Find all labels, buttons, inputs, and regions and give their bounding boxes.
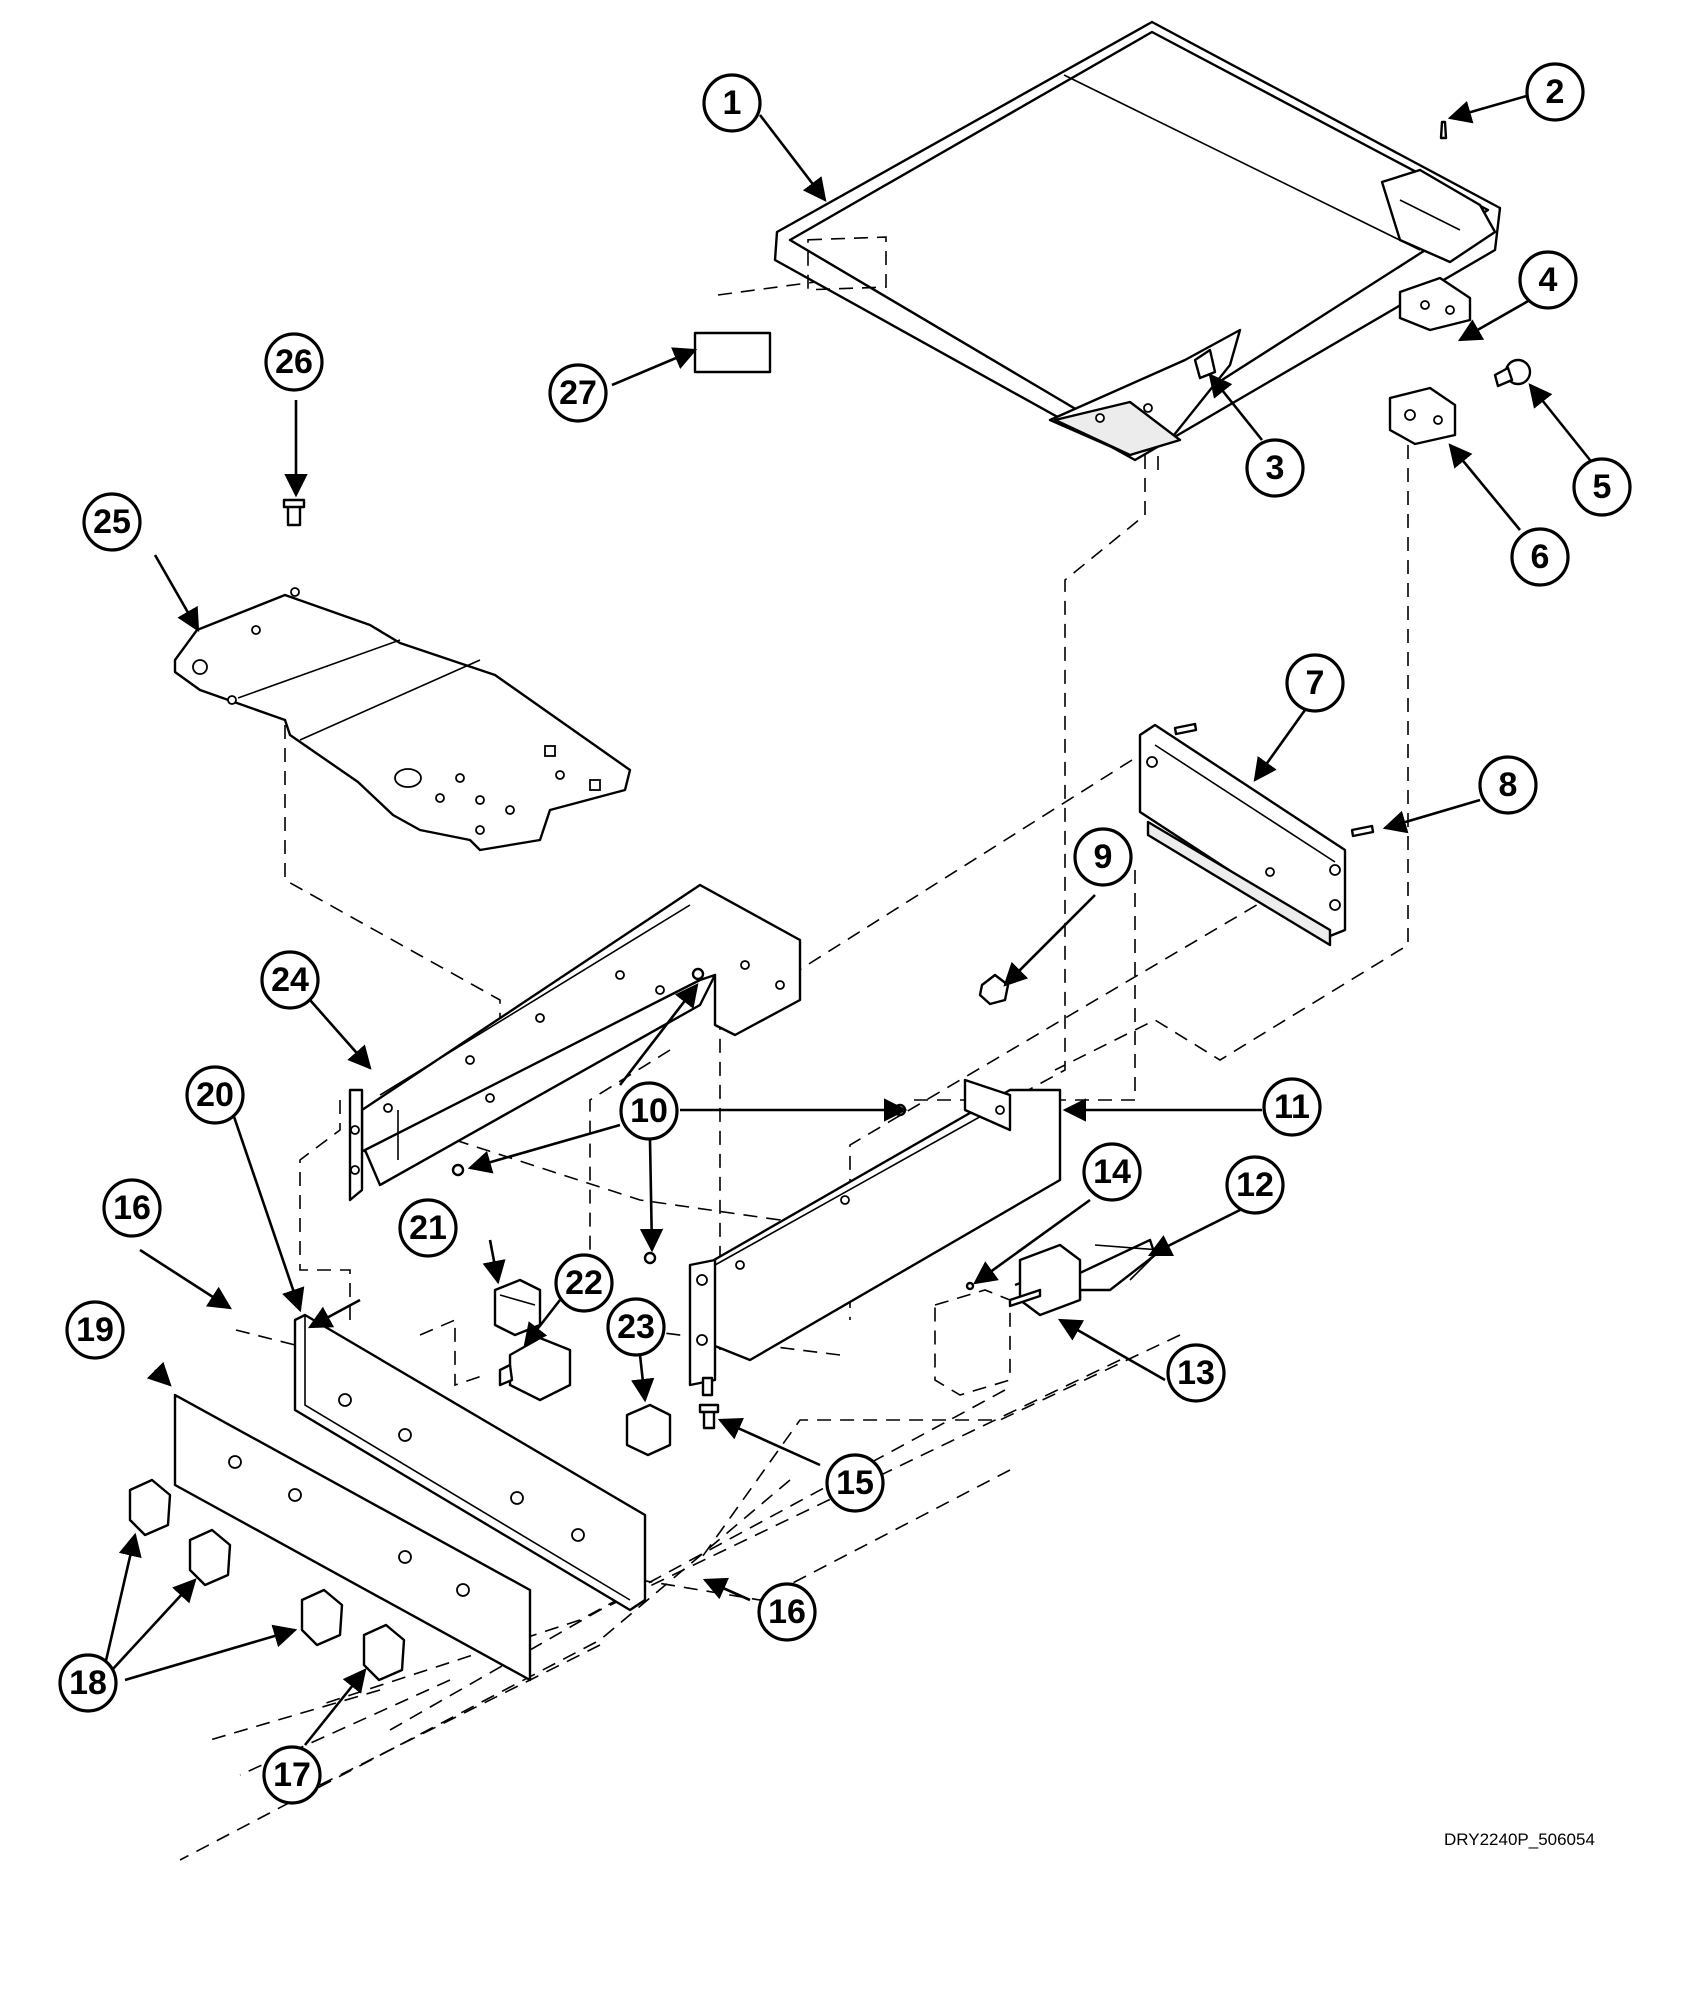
svg-text:2: 2: [1546, 73, 1565, 111]
screw-part-26: [282, 498, 306, 527]
callout-7: 7: [1285, 653, 1345, 713]
lid-hardware-parts: [693, 120, 1532, 446]
svg-text:6: 6: [1531, 538, 1550, 576]
callout-13: 13: [1166, 1343, 1226, 1403]
leader-arrows: [103, 93, 1592, 1746]
svg-text:9: 9: [1094, 838, 1113, 876]
callout-15: 15: [825, 1453, 885, 1513]
knob-parts: [128, 1478, 406, 1682]
svg-text:18: 18: [69, 1664, 107, 1702]
control-panel-part: [293, 1313, 647, 1612]
callout-16a: 16: [102, 1178, 162, 1238]
callout-22: 22: [554, 1253, 614, 1313]
callout-12: 12: [1225, 1155, 1285, 1215]
callout-17: 17: [262, 1745, 322, 1805]
svg-text:12: 12: [1236, 1166, 1274, 1204]
svg-text:23: 23: [617, 1308, 655, 1346]
svg-text:11: 11: [1274, 1088, 1310, 1126]
svg-text:1: 1: [723, 84, 742, 122]
svg-text:16: 16: [113, 1189, 151, 1227]
svg-text:5: 5: [1593, 468, 1612, 506]
screw-part-15: [698, 1403, 720, 1430]
callout-10: 10: [619, 1081, 679, 1141]
callout-16b: 16: [757, 1582, 817, 1642]
svg-text:14: 14: [1093, 1153, 1131, 1191]
callout-27: 27: [548, 363, 608, 423]
callout-26: 26: [264, 332, 324, 392]
svg-text:26: 26: [275, 343, 313, 381]
callout-9: 9: [1073, 827, 1133, 887]
svg-text:7: 7: [1306, 664, 1325, 702]
callout-6: 6: [1510, 527, 1570, 587]
callout-20: 20: [185, 1065, 245, 1125]
rear-bracket-part: [1138, 723, 1347, 947]
top-panel-part: [773, 20, 1502, 462]
drawing-id-label: DRY2240P_506054: [1444, 1830, 1595, 1849]
svg-text:20: 20: [196, 1076, 234, 1114]
control-overlay-part: [173, 1393, 532, 1682]
callout-2: 2: [1525, 62, 1585, 122]
svg-text:19: 19: [76, 1311, 114, 1349]
svg-text:13: 13: [1177, 1354, 1215, 1392]
svg-text:15: 15: [836, 1464, 874, 1502]
callout-24: 24: [260, 950, 320, 1010]
svg-text:25: 25: [93, 503, 131, 541]
control-switch-parts: [419, 1278, 672, 1457]
callout-18: 18: [58, 1653, 118, 1713]
switch-and-bracket-parts: [934, 1238, 1162, 1396]
callout-3: 3: [1245, 438, 1305, 498]
left-support-bracket-part: [348, 883, 802, 1202]
svg-text:8: 8: [1499, 766, 1518, 804]
svg-text:17: 17: [273, 1756, 311, 1794]
callout-19: 19: [65, 1300, 125, 1360]
callout-4: 4: [1518, 250, 1578, 310]
svg-text:21: 21: [409, 1209, 447, 1247]
right-support-bracket-part: [688, 1078, 1062, 1397]
svg-text:3: 3: [1266, 449, 1285, 487]
callout-5: 5: [1572, 457, 1632, 517]
callout-11: 11: [1262, 1077, 1322, 1137]
svg-text:16: 16: [768, 1593, 806, 1631]
callout-21: 21: [398, 1198, 458, 1258]
callout-8: 8: [1478, 755, 1538, 815]
callout-25: 25: [82, 492, 142, 552]
svg-text:4: 4: [1539, 261, 1558, 299]
callout-23: 23: [606, 1297, 666, 1357]
callout-14: 14: [1082, 1142, 1142, 1202]
callout-1: 1: [702, 73, 762, 133]
svg-text:27: 27: [559, 374, 597, 412]
control-plate-part: [173, 587, 632, 852]
svg-text:24: 24: [271, 961, 309, 999]
svg-text:22: 22: [565, 1264, 603, 1302]
svg-text:10: 10: [630, 1092, 668, 1130]
bracket-fasteners: [978, 722, 1375, 1006]
